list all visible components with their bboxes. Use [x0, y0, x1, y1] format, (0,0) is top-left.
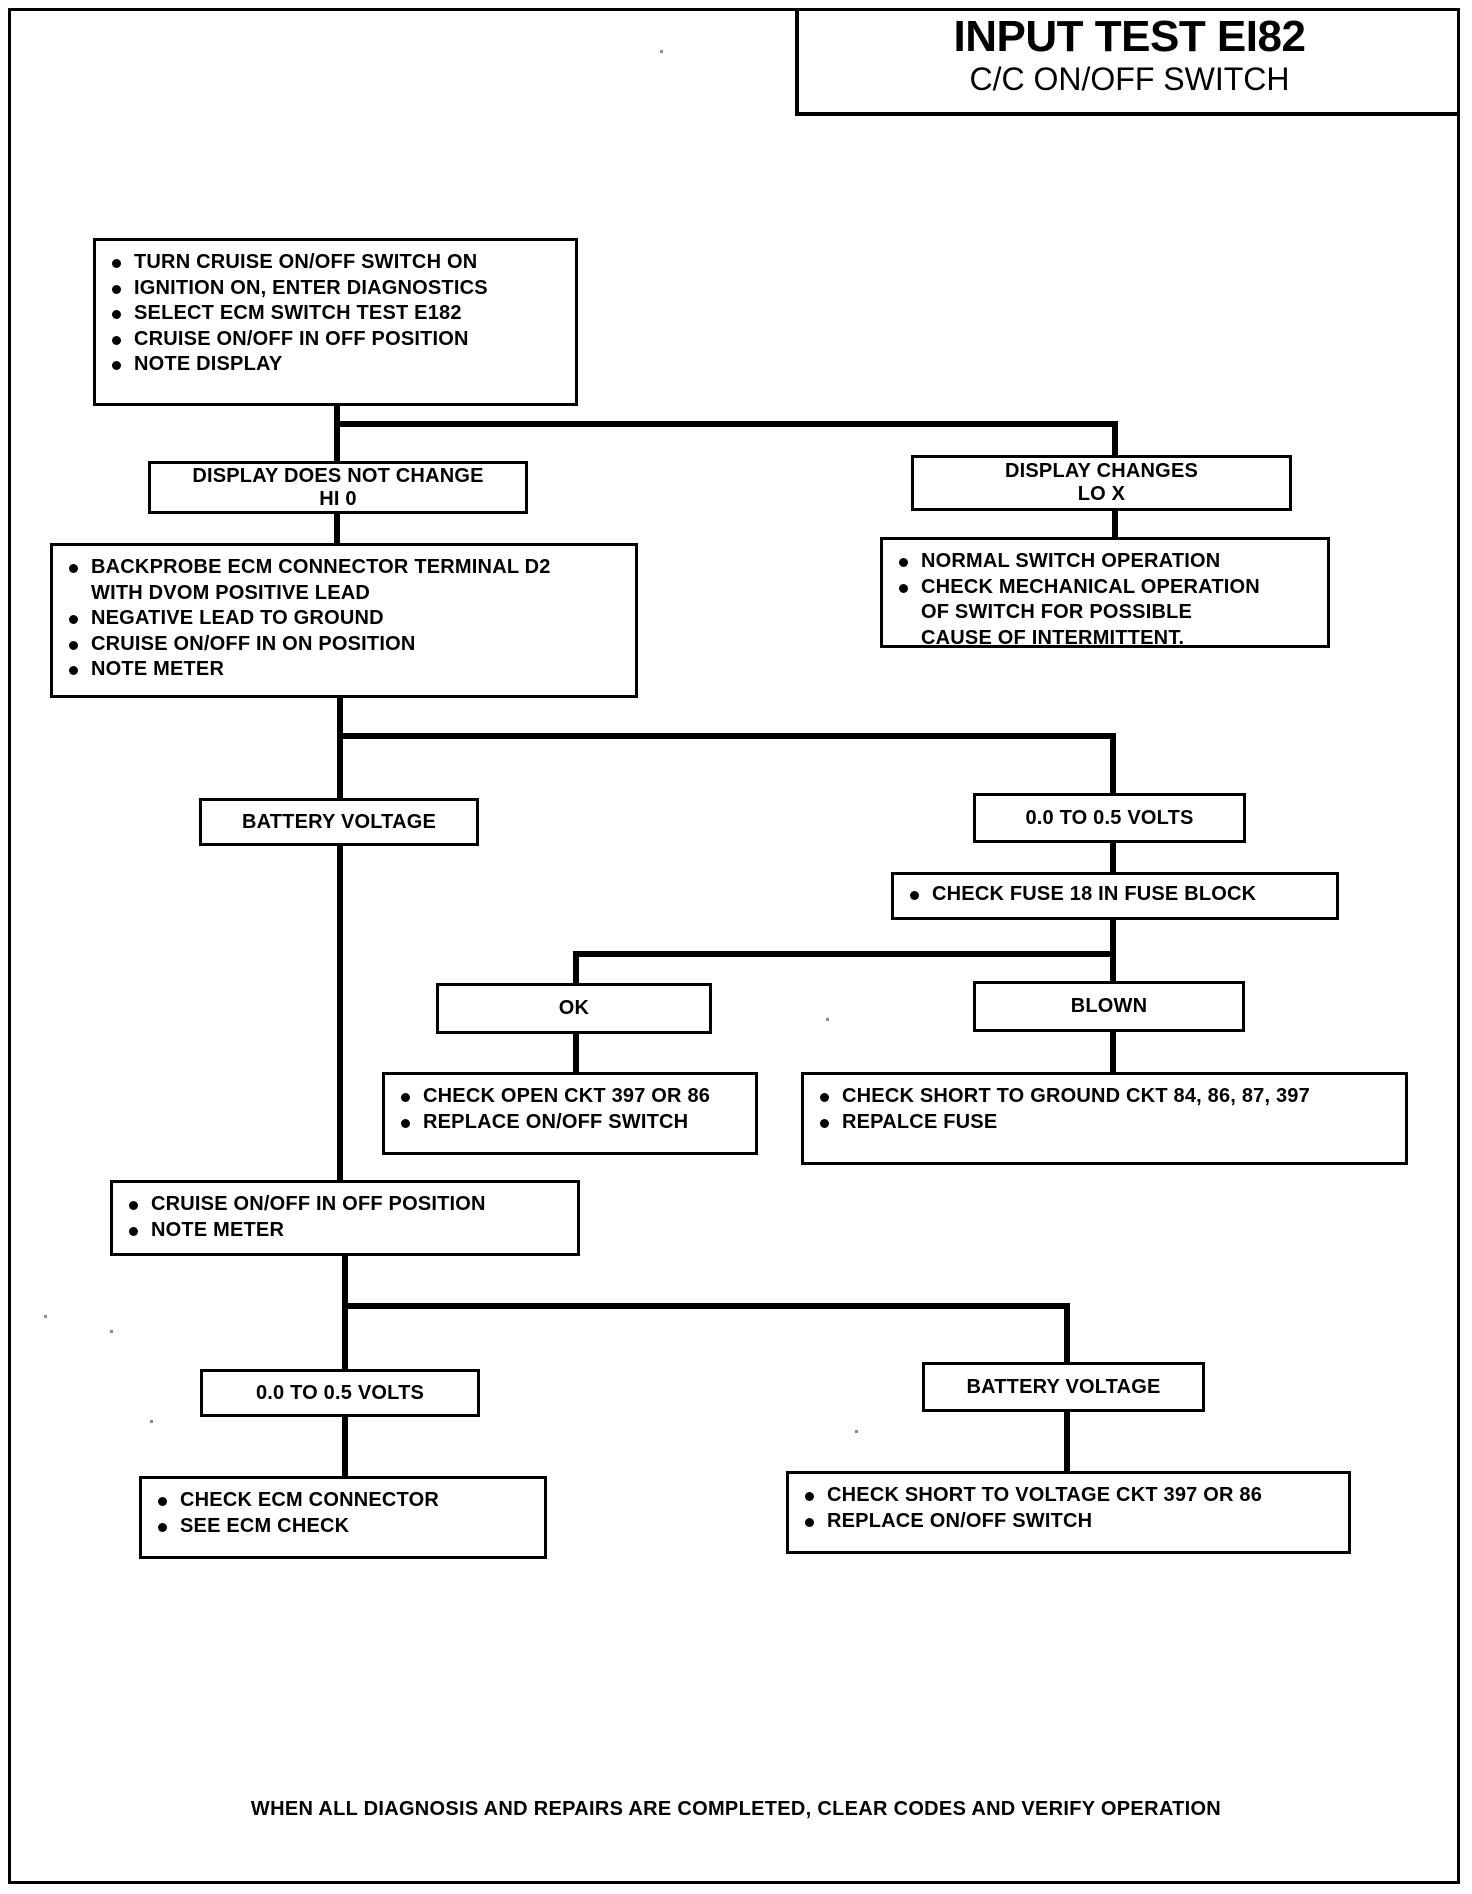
node-volts-low-2: 0.0 TO 0.5 VOLTS — [200, 1369, 480, 1417]
list-item: REPLACE ON/OFF SWITCH — [397, 1110, 745, 1136]
connector-to-display-changes — [1112, 421, 1118, 455]
list-item: NOTE METER — [125, 1218, 567, 1244]
node-backprobe: BACKPROBE ECM CONNECTOR TERMINAL D2 WITH… — [50, 543, 638, 698]
list-item: NOTE METER — [65, 657, 625, 683]
connector-cruise-off-down — [342, 1255, 348, 1305]
connector-display-changes-down — [1112, 511, 1118, 538]
list-item: CHECK ECM CONNECTOR — [154, 1488, 534, 1514]
connector-to-ok — [573, 951, 579, 985]
node-label: 0.0 TO 0.5 VOLTS — [1025, 806, 1194, 829]
node-label: BLOWN — [1070, 995, 1148, 1017]
page-title: INPUT TEST EI82 — [953, 12, 1306, 61]
scan-speck — [660, 50, 663, 53]
cruise-off-bullet-list: CRUISE ON/OFF IN OFF POSITION NOTE METER — [113, 1183, 577, 1251]
backprobe-bullet-list: BACKPROBE ECM CONNECTOR TERMINAL D2 WITH… — [53, 546, 635, 691]
check-fuse-bullet-list: CHECK FUSE 18 IN FUSE BLOCK — [894, 875, 1336, 916]
list-item: SELECT ECM SWITCH TEST E182 — [108, 301, 565, 327]
normal-switch-bullet-list: NORMAL SWITCH OPERATION CHECK MECHANICAL… — [883, 540, 1327, 659]
node-check-ecm: CHECK ECM CONNECTOR SEE ECM CHECK — [139, 1476, 547, 1559]
connector-to-volts-low-1 — [1110, 733, 1116, 795]
list-item: BACKPROBE ECM CONNECTOR TERMINAL D2 WITH… — [65, 555, 625, 606]
connector-ok-down — [573, 1033, 579, 1075]
list-item: CHECK SHORT TO VOLTAGE CKT 397 OR 86 — [801, 1483, 1338, 1509]
check-open-bullet-list: CHECK OPEN CKT 397 OR 86 REPLACE ON/OFF … — [385, 1075, 755, 1143]
scan-speck — [44, 1315, 47, 1318]
connector-to-battery-voltage-1 — [337, 733, 343, 803]
node-label: DISPLAY DOES NOT CHANGE HI 0 — [192, 464, 484, 510]
connector-split-4 — [342, 1303, 1070, 1309]
scan-speck — [150, 1420, 153, 1423]
list-item: CHECK OPEN CKT 397 OR 86 — [397, 1084, 745, 1110]
list-item: IGNITION ON, ENTER DIAGNOSTICS — [108, 276, 565, 302]
list-item: TURN CRUISE ON/OFF SWITCH ON — [108, 250, 565, 276]
page-border — [8, 8, 1460, 1884]
list-item: NORMAL SWITCH OPERATION — [895, 549, 1317, 575]
node-label: BATTERY VOLTAGE — [241, 810, 437, 833]
check-ecm-bullet-list: CHECK ECM CONNECTOR SEE ECM CHECK — [142, 1479, 544, 1547]
scan-speck — [110, 1330, 113, 1333]
node-check-fuse: CHECK FUSE 18 IN FUSE BLOCK — [891, 872, 1339, 920]
check-short-ground-bullet-list: CHECK SHORT TO GROUND CKT 84, 86, 87, 39… — [804, 1075, 1405, 1143]
list-item: REPALCE FUSE — [816, 1110, 1395, 1136]
list-item: CHECK MECHANICAL OPERATION OF SWITCH FOR… — [895, 575, 1317, 652]
connector-split-3 — [573, 951, 1116, 957]
scan-speck — [855, 1430, 858, 1433]
list-item: NOTE DISPLAY — [108, 352, 565, 378]
connector-to-battery-voltage-2 — [1064, 1303, 1070, 1365]
node-check-open-ckt: CHECK OPEN CKT 397 OR 86 REPLACE ON/OFF … — [382, 1072, 758, 1155]
connector-blown-down — [1110, 1031, 1116, 1075]
connector-volts-low-2-down — [342, 1412, 348, 1477]
node-cruise-off: CRUISE ON/OFF IN OFF POSITION NOTE METER — [110, 1180, 580, 1256]
list-item: SEE ECM CHECK — [154, 1514, 534, 1540]
connector-to-volts-low-2 — [342, 1303, 348, 1373]
node-label: OK — [558, 997, 590, 1019]
list-item: CRUISE ON/OFF IN OFF POSITION — [125, 1192, 567, 1218]
node-blown: BLOWN — [973, 981, 1245, 1032]
node-battery-voltage-2: BATTERY VOLTAGE — [922, 1362, 1205, 1412]
check-short-voltage-bullet-list: CHECK SHORT TO VOLTAGE CKT 397 OR 86 REP… — [789, 1474, 1348, 1542]
node-check-short-to-ground: CHECK SHORT TO GROUND CKT 84, 86, 87, 39… — [801, 1072, 1408, 1165]
list-item: CRUISE ON/OFF IN ON POSITION — [65, 632, 625, 658]
node-battery-voltage-1: BATTERY VOLTAGE — [199, 798, 479, 846]
start-bullet-list: TURN CRUISE ON/OFF SWITCH ON IGNITION ON… — [96, 241, 575, 386]
header: INPUT TEST EI82 C/C ON/OFF SWITCH — [795, 8, 1460, 116]
node-start: TURN CRUISE ON/OFF SWITCH ON IGNITION ON… — [93, 238, 578, 406]
list-item: CHECK FUSE 18 IN FUSE BLOCK — [906, 882, 1326, 908]
footer-note: WHEN ALL DIAGNOSIS AND REPAIRS ARE COMPL… — [250, 1798, 1222, 1820]
node-label: 0.0 TO 0.5 VOLTS — [255, 1381, 425, 1404]
connector-backprobe-down — [337, 695, 343, 735]
connector-display-no-change-down — [334, 512, 340, 546]
connector-check-fuse-down — [1110, 917, 1116, 955]
node-label: DISPLAY CHANGES LO X — [1004, 460, 1199, 505]
node-display-does-not-change: DISPLAY DOES NOT CHANGE HI 0 — [148, 461, 528, 514]
node-ok: OK — [436, 983, 712, 1034]
node-display-changes: DISPLAY CHANGES LO X — [911, 455, 1292, 511]
connector-start-down — [334, 403, 340, 424]
connector-to-display-no-change — [334, 421, 340, 464]
connector-battery-voltage-1-down — [337, 843, 343, 1190]
list-item: CHECK SHORT TO GROUND CKT 84, 86, 87, 39… — [816, 1084, 1395, 1110]
list-item: CRUISE ON/OFF IN OFF POSITION — [108, 327, 565, 353]
page-subtitle: C/C ON/OFF SWITCH — [969, 61, 1290, 98]
connector-split-1 — [334, 421, 1118, 427]
connector-volts-low-1-down — [1110, 842, 1116, 875]
list-item: REPLACE ON/OFF SWITCH — [801, 1509, 1338, 1535]
node-volts-low-1: 0.0 TO 0.5 VOLTS — [973, 793, 1246, 843]
connector-battery-voltage-2-down — [1064, 1409, 1070, 1472]
connector-split-2 — [337, 733, 1116, 739]
scan-speck — [826, 1018, 829, 1021]
connector-to-blown — [1110, 951, 1116, 983]
node-normal-switch-operation: NORMAL SWITCH OPERATION CHECK MECHANICAL… — [880, 537, 1330, 649]
node-check-short-to-voltage: CHECK SHORT TO VOLTAGE CKT 397 OR 86 REP… — [786, 1471, 1351, 1554]
node-label: BATTERY VOLTAGE — [966, 1375, 1161, 1398]
list-item: NEGATIVE LEAD TO GROUND — [65, 606, 625, 632]
